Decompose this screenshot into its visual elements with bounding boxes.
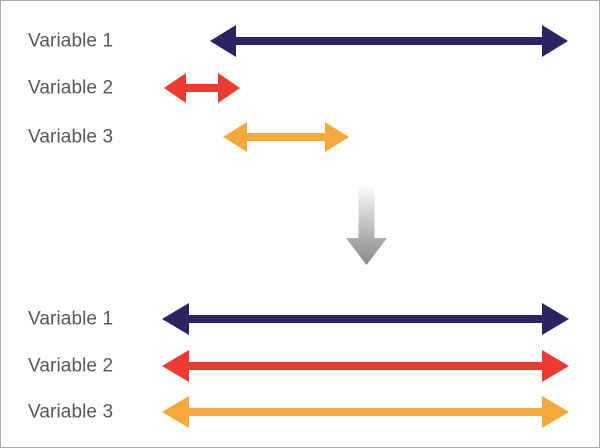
arrow-shape-bidirectional xyxy=(162,396,569,428)
top-label-variable-3: Variable 3 xyxy=(28,126,114,148)
arrow-shape-bidirectional xyxy=(164,73,240,103)
bottom-arrow-variable-3 xyxy=(162,396,569,428)
top-arrow-variable-2 xyxy=(164,73,240,103)
bottom-arrow-variable-2 xyxy=(162,350,569,382)
bottom-label-variable-2: Variable 2 xyxy=(28,355,114,377)
top-arrow-variable-3 xyxy=(223,122,349,152)
arrow-shape-bidirectional xyxy=(223,122,349,152)
arrow-shape-bidirectional xyxy=(210,25,568,57)
bottom-label-variable-3: Variable 3 xyxy=(28,401,114,423)
bottom-label-variable-1: Variable 1 xyxy=(28,308,114,330)
transition-down-arrow-icon xyxy=(346,186,387,265)
bottom-arrow-variable-1 xyxy=(162,303,569,335)
top-label-variable-1: Variable 1 xyxy=(28,30,114,52)
arrow-shape-bidirectional xyxy=(162,350,569,382)
arrow-shape-down xyxy=(346,186,387,265)
top-label-variable-2: Variable 2 xyxy=(28,77,114,99)
arrow-shape-bidirectional xyxy=(162,303,569,335)
top-arrow-variable-1 xyxy=(210,25,568,57)
